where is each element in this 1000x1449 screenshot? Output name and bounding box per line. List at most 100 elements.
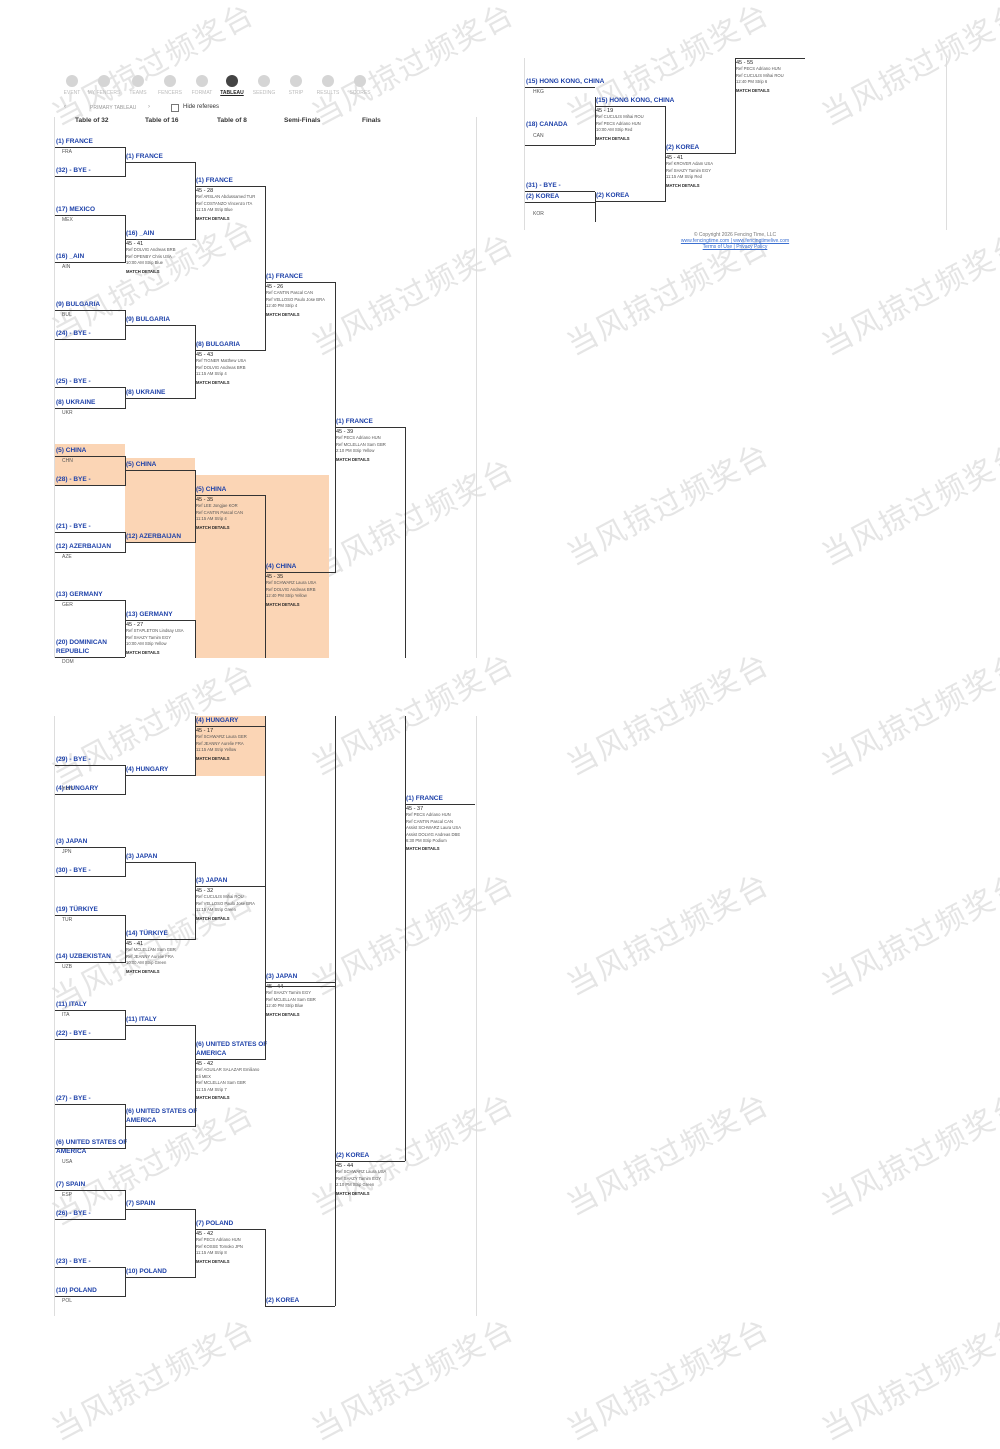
team-name[interactable]: (13) GERMANY bbox=[126, 611, 173, 618]
team-name[interactable]: (2) KOREA bbox=[266, 1297, 300, 1304]
team-name[interactable]: (20) DOMINICAN REPUBLIC bbox=[56, 639, 107, 655]
tab-scores[interactable]: SCORES bbox=[343, 75, 377, 96]
match-details-link[interactable]: MATCH DETAILS bbox=[126, 268, 160, 274]
match-details-link[interactable]: MATCH DETAILS bbox=[596, 135, 630, 141]
team-name[interactable]: (23) - BYE - bbox=[56, 1258, 91, 1265]
footer-links[interactable]: www.fencingtime.com | www.fencingtimeliv… bbox=[640, 238, 830, 244]
team-name[interactable]: (2) KOREA bbox=[526, 193, 560, 200]
match-details-link[interactable]: MATCH DETAILS bbox=[336, 1190, 370, 1196]
team-name[interactable]: (22) - BYE - bbox=[56, 1030, 91, 1037]
footer-site-links[interactable]: www.fencingtime.com | www.fencingtimeliv… bbox=[680, 238, 790, 244]
footer-policy[interactable]: Terms of Use | Privacy Policy bbox=[640, 244, 830, 250]
match-details-link[interactable]: MATCH DETAILS bbox=[266, 1011, 300, 1017]
team-name[interactable]: (3) JAPAN bbox=[126, 853, 158, 860]
team-name[interactable]: (2) KOREA bbox=[596, 192, 630, 199]
match-details-link[interactable]: MATCH DETAILS bbox=[196, 524, 230, 530]
team-name[interactable]: (32) - BYE - bbox=[56, 167, 91, 174]
tab-my-fencers[interactable]: MY FENCERS bbox=[87, 75, 121, 96]
team-name[interactable]: (2) KOREA bbox=[336, 1152, 370, 1159]
team-name[interactable]: (1) FRANCE bbox=[336, 418, 373, 425]
team-name[interactable]: (13) GERMANY bbox=[56, 591, 103, 598]
team-name[interactable]: (25) - BYE - bbox=[56, 378, 91, 385]
team-name[interactable]: (6) UNITED STATES OF AMERICA bbox=[196, 1041, 268, 1057]
match-details-link[interactable]: MATCH DETAILS bbox=[406, 846, 440, 852]
match-details-link[interactable]: MATCH DETAILS bbox=[196, 915, 230, 921]
tableau-select[interactable]: PRIMARY TABLEAU bbox=[90, 105, 137, 111]
team-name[interactable]: (1) FRANCE bbox=[266, 273, 303, 280]
team-name[interactable]: (10) POLAND bbox=[56, 1287, 97, 1294]
team-name[interactable]: (21) - BYE - bbox=[56, 523, 91, 530]
team-name[interactable]: (4) HUNGARY bbox=[196, 717, 239, 724]
team-name[interactable]: (4) HUNGARY bbox=[126, 766, 169, 773]
team-name[interactable]: (18) CANADA bbox=[526, 121, 568, 128]
team-name[interactable]: (14) TÜRKIYE bbox=[126, 930, 168, 937]
team-name[interactable]: (17) MEXICO bbox=[56, 206, 96, 213]
team-name[interactable]: (9) BULGARIA bbox=[56, 301, 101, 308]
tab-format[interactable]: FORMAT bbox=[185, 75, 219, 96]
team-name[interactable]: (11) ITALY bbox=[126, 1016, 157, 1023]
match-details-link[interactable]: MATCH DETAILS bbox=[126, 968, 160, 974]
team-name[interactable]: (30) - BYE - bbox=[56, 867, 91, 874]
team-name[interactable]: (12) AZERBAIJAN bbox=[56, 543, 112, 550]
team-name[interactable]: (5) CHINA bbox=[56, 447, 87, 454]
tab-teams[interactable]: TEAMS bbox=[121, 75, 155, 96]
tab-tableau[interactable]: TABLEAU bbox=[215, 75, 249, 96]
match-details-link[interactable]: MATCH DETAILS bbox=[196, 1095, 230, 1101]
match-details-link[interactable]: MATCH DETAILS bbox=[196, 215, 230, 221]
team-name[interactable]: (26) - BYE - bbox=[56, 1210, 91, 1217]
team-name[interactable]: (27) - BYE - bbox=[56, 1095, 91, 1102]
match-details-link[interactable]: MATCH DETAILS bbox=[126, 649, 160, 655]
team-name[interactable]: (16) _AIN bbox=[126, 230, 155, 237]
tab-fencers[interactable]: FENCERS bbox=[153, 75, 187, 96]
team-name[interactable]: (5) CHINA bbox=[126, 461, 157, 468]
match-details-link[interactable]: MATCH DETAILS bbox=[196, 755, 230, 761]
team-name[interactable]: (8) UKRAINE bbox=[56, 399, 96, 406]
next-tableau-arrow[interactable]: › bbox=[148, 104, 150, 110]
team-name[interactable]: (8) UKRAINE bbox=[126, 389, 166, 396]
team-name[interactable]: (4) CHINA bbox=[266, 563, 297, 570]
team-name[interactable]: (1) FRANCE bbox=[196, 177, 233, 184]
team-name[interactable]: (3) JAPAN bbox=[56, 838, 88, 845]
team-name[interactable]: (6) UNITED STATES OF AMERICA bbox=[126, 1108, 198, 1124]
team-name[interactable]: (16) _AIN bbox=[56, 253, 85, 260]
team-name[interactable]: (2) KOREA bbox=[666, 144, 700, 151]
footer-policy-links[interactable]: Terms of Use | Privacy Policy bbox=[702, 244, 768, 250]
prev-tableau-arrow[interactable]: ‹ bbox=[64, 104, 66, 110]
team-name[interactable]: (28) - BYE - bbox=[56, 476, 91, 483]
tab-event[interactable]: EVENT bbox=[55, 75, 89, 96]
hide-referees-checkbox[interactable] bbox=[171, 104, 179, 112]
match-details-link[interactable]: MATCH DETAILS bbox=[336, 456, 370, 462]
champion-name[interactable]: (1) FRANCE bbox=[406, 795, 443, 802]
team-name[interactable]: (7) POLAND bbox=[196, 1220, 234, 1227]
team-name[interactable]: (19) TÜRKIYE bbox=[56, 906, 98, 913]
match-details-link[interactable]: MATCH DETAILS bbox=[266, 311, 300, 317]
team-name[interactable]: (1) FRANCE bbox=[56, 138, 93, 145]
match-details-link[interactable]: MATCH DETAILS bbox=[736, 87, 770, 93]
team-name[interactable]: (12) AZERBAIJAN bbox=[126, 533, 182, 540]
team-name[interactable]: (7) SPAIN bbox=[56, 1181, 86, 1188]
match-details-link[interactable]: MATCH DETAILS bbox=[266, 601, 300, 607]
team-name[interactable]: (9) BULGARIA bbox=[126, 316, 171, 323]
team-name[interactable]: (24) - BYE - bbox=[56, 330, 91, 337]
match-details-link[interactable]: MATCH DETAILS bbox=[196, 1258, 230, 1264]
team-name[interactable]: (7) SPAIN bbox=[126, 1200, 156, 1207]
tab-results[interactable]: RESULTS bbox=[311, 75, 345, 96]
match-details-link[interactable]: MATCH DETAILS bbox=[196, 379, 230, 385]
team-name[interactable]: (4) HUNGARY bbox=[56, 785, 99, 792]
team-name[interactable]: (10) POLAND bbox=[126, 1268, 167, 1275]
team-name[interactable]: (8) BULGARIA bbox=[196, 341, 241, 348]
team-name[interactable]: (6) UNITED STATES OF AMERICA bbox=[56, 1139, 128, 1155]
team-name[interactable]: (31) - BYE - bbox=[526, 182, 561, 189]
team-name[interactable]: (3) JAPAN bbox=[266, 973, 298, 980]
match-details-link[interactable]: MATCH DETAILS bbox=[666, 182, 700, 188]
tab-seeding[interactable]: SEEDING bbox=[247, 75, 281, 96]
team-name[interactable]: (11) ITALY bbox=[56, 1001, 87, 1008]
team-name[interactable]: (15) HONG KONG, CHINA bbox=[526, 78, 605, 85]
tab-strip[interactable]: STRIP bbox=[279, 75, 313, 96]
team-name[interactable]: (14) UZBEKISTAN bbox=[56, 953, 111, 960]
team-name[interactable]: (5) CHINA bbox=[196, 486, 227, 493]
team-name[interactable]: (3) JAPAN bbox=[196, 877, 228, 884]
team-name[interactable]: (15) HONG KONG, CHINA bbox=[596, 97, 675, 104]
team-name[interactable]: (29) - BYE - bbox=[56, 756, 91, 763]
team-name[interactable]: (1) FRANCE bbox=[126, 153, 163, 160]
